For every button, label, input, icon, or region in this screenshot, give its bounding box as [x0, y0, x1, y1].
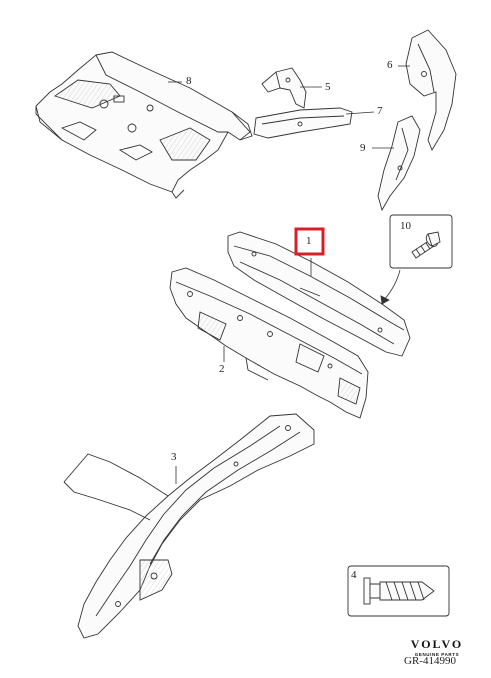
callout-10-label: 10: [400, 220, 411, 232]
callout-1-label: 1: [306, 235, 312, 247]
callout-9-label: 9: [360, 142, 366, 154]
leader-arrowhead-10: [380, 295, 390, 305]
leader-lines: [168, 65, 410, 484]
brand-name: VOLVO: [410, 637, 464, 651]
callout-5-label: 5: [325, 81, 331, 93]
part-6-panel: [405, 29, 457, 152]
callout-8-label: 8: [186, 75, 192, 87]
leader-line-7: [345, 111, 375, 115]
callout-4-label: 4: [351, 569, 357, 581]
part-2-inner-member: [169, 267, 369, 419]
part-9-bracket: [377, 115, 421, 212]
brand-tagline: GENUINE PARTS: [414, 652, 460, 657]
leader-arrow-10: [383, 269, 401, 301]
callout-6-label: 6: [387, 59, 393, 71]
part-1-rear-panel: [227, 231, 411, 357]
part-7-cross-member: [253, 107, 353, 139]
callout-7-label: 7: [377, 105, 383, 117]
part-4-screw-box: [347, 565, 450, 617]
diagram-code: GR-414990: [404, 655, 456, 667]
part-10-bolt-box: [389, 214, 453, 269]
part-3-floor-member: [63, 413, 315, 639]
part-8-rear-shelf: [35, 51, 253, 199]
brand-logo: VOLVO GENUINE PARTS: [392, 637, 482, 657]
callout-3-label: 3: [171, 451, 177, 463]
callout-2-label: 2: [219, 363, 225, 375]
callout-1-highlight-box: [294, 227, 325, 256]
part-5-bracket: [261, 67, 307, 109]
